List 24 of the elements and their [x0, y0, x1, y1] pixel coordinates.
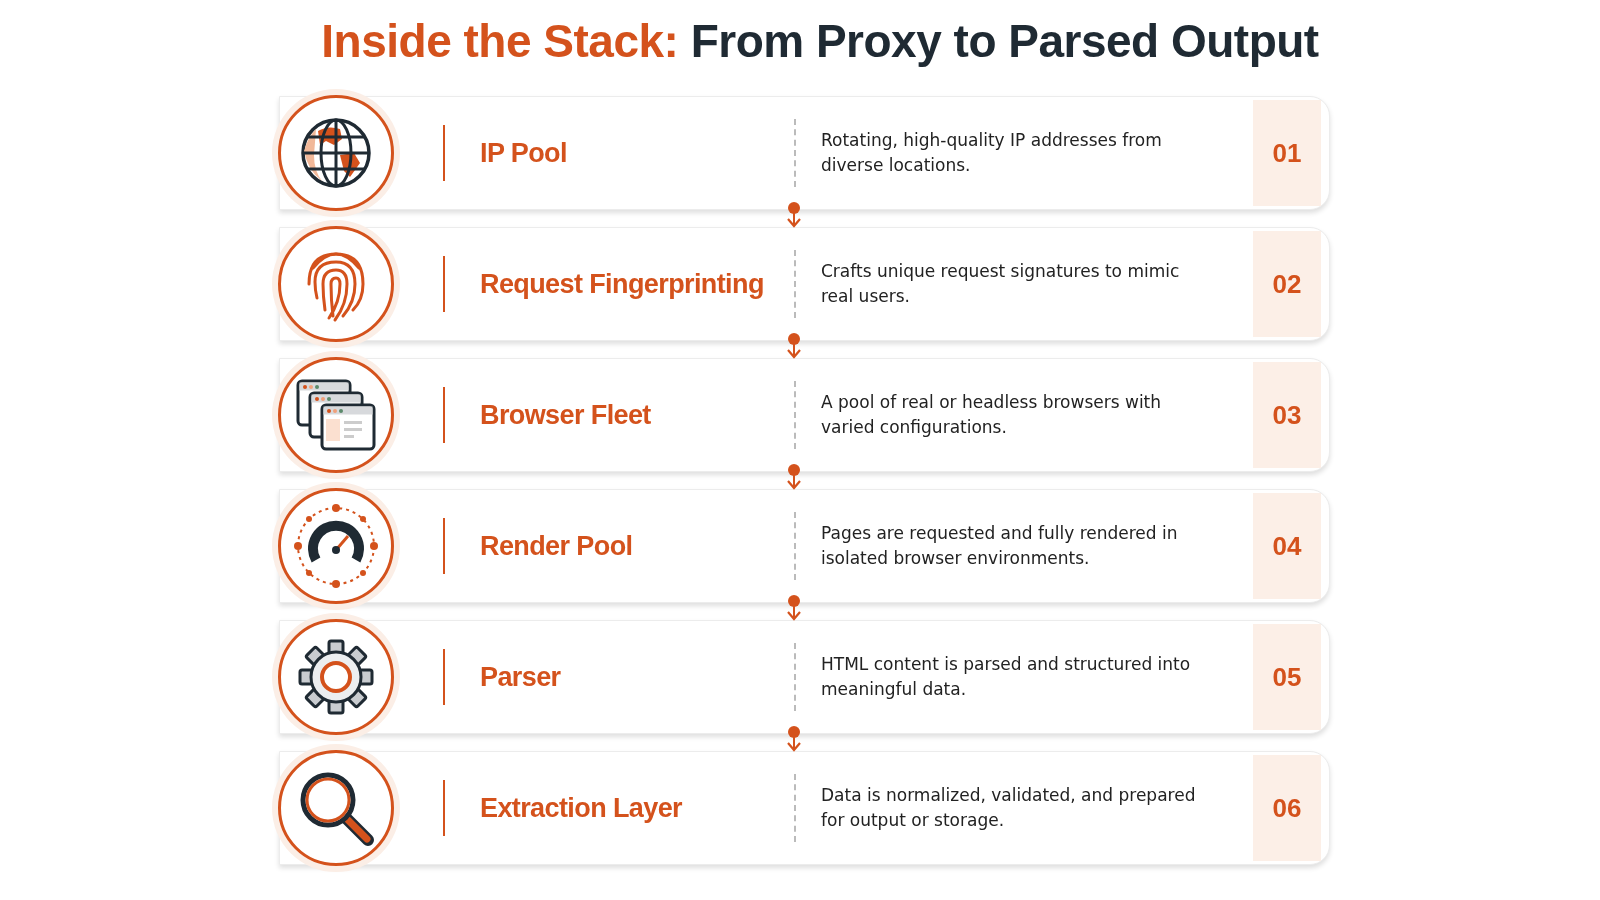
arrow — [786, 726, 802, 752]
step-number: 02 — [1253, 231, 1321, 337]
step-description: Crafts unique request signatures to mimic real users. — [821, 259, 1181, 308]
step-description: Rotating, high-quality IP addresses from diverse locations. — [821, 128, 1163, 177]
arrow — [786, 595, 802, 621]
step-number: 04 — [1253, 493, 1321, 599]
arrow — [786, 464, 802, 490]
step-title: Browser Fleet — [480, 398, 652, 432]
step-number: 03 — [1253, 362, 1321, 468]
step-number: 06 — [1253, 755, 1321, 861]
step-title: Render Pool — [480, 529, 634, 563]
arrow — [786, 202, 802, 228]
step-number: 01 — [1253, 100, 1321, 206]
step-title: Extraction Layer — [480, 791, 683, 825]
step-description: Data is normalized, validated, and prepared for output or storage. — [821, 783, 1196, 832]
step-number: 05 — [1253, 624, 1321, 730]
step-title: Request Fingerprinting — [480, 267, 765, 301]
step-description: Pages are requested and fully rendered in isolated browser environments. — [821, 521, 1179, 570]
arrow — [786, 333, 802, 359]
step-description: A pool of real or headless browsers with varied configurations. — [821, 390, 1163, 439]
step-title: Parser — [480, 660, 562, 694]
title: Inside the Stack: From Proxy to Parsed Output — [320, 14, 1320, 68]
step-description: HTML content is parsed and structured into meaningful data. — [821, 652, 1192, 701]
step-title: IP Pool — [480, 136, 568, 170]
